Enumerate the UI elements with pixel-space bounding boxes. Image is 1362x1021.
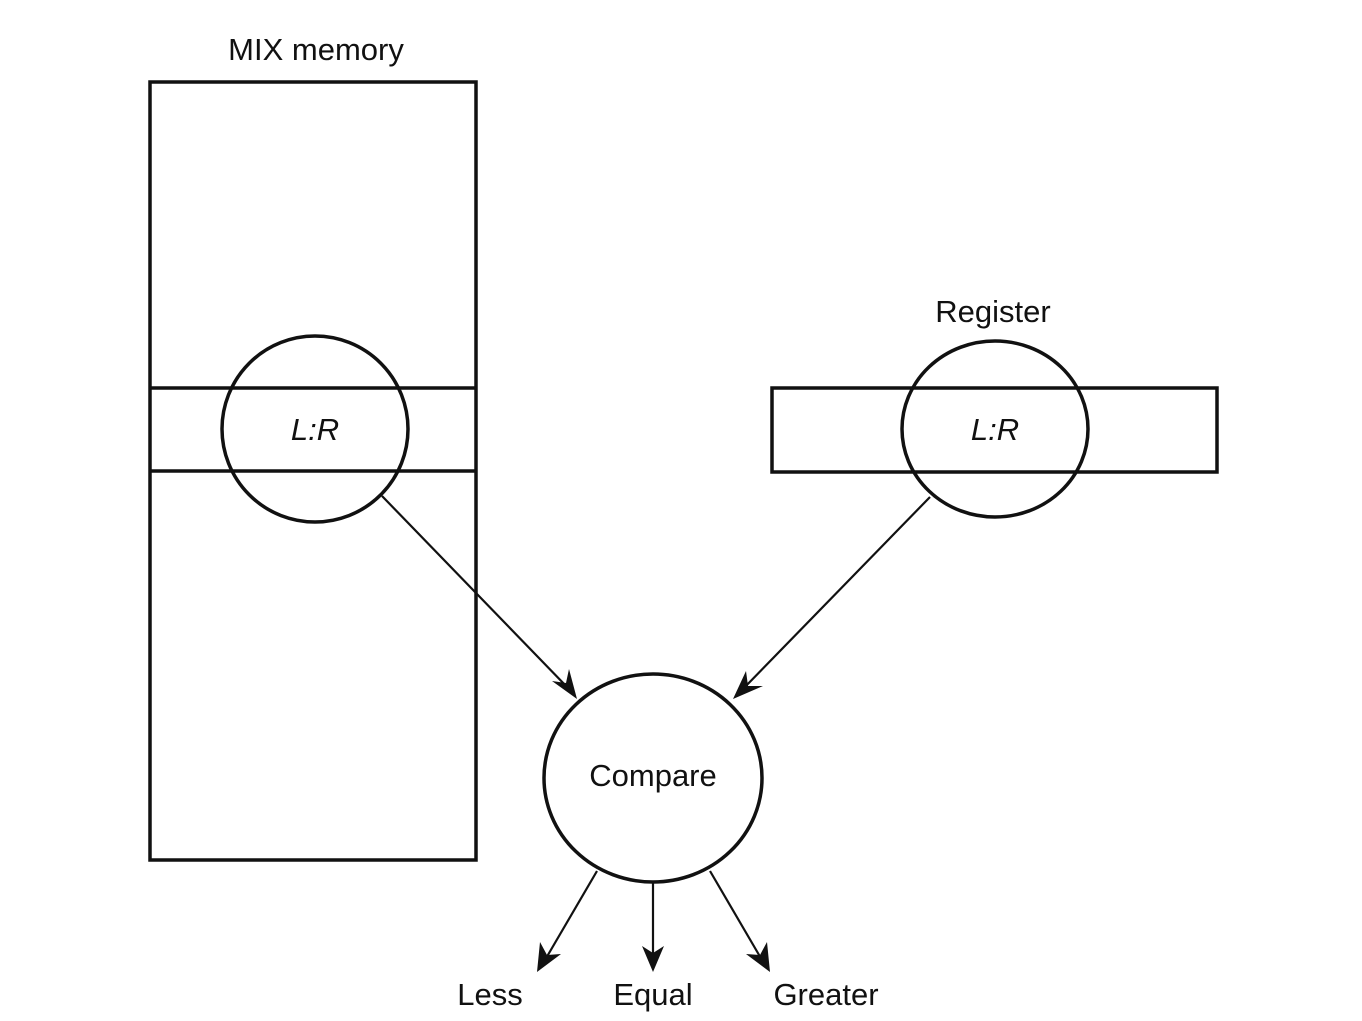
greater-arrow-arrowhead (746, 942, 770, 972)
less-arrow-shaft (544, 870, 598, 961)
memory-field-label: L:R (291, 412, 339, 447)
register: Register L:R (770, 294, 1219, 519)
register-to-compare-shaft (741, 496, 931, 691)
greater-arrow-shaft (709, 870, 763, 961)
memory-field-circle (220, 334, 410, 524)
compare-node: Compare (542, 672, 764, 884)
greater-arrow (709, 870, 770, 972)
memory-to-compare-arrow (381, 495, 577, 699)
greater-label: Greater (773, 977, 878, 1012)
register-field-circle (900, 339, 1090, 519)
memory-to-compare-arrowhead (552, 669, 577, 699)
register-label: Register (935, 294, 1050, 329)
mix-memory-label: MIX memory (228, 32, 404, 67)
equal-arrow-arrowhead (642, 946, 664, 972)
register-to-compare-arrowhead (733, 671, 763, 699)
equal-arrow (642, 882, 664, 972)
compare-label: Compare (589, 758, 717, 793)
memory-to-compare-shaft (381, 495, 569, 689)
equal-label: Equal (613, 977, 692, 1012)
register-box (770, 386, 1219, 474)
less-label: Less (457, 977, 522, 1012)
register-to-compare-arrow (733, 496, 931, 699)
mix-memory: MIX memory L:R (148, 32, 478, 862)
less-arrow (537, 870, 598, 972)
register-field-label: L:R (971, 412, 1019, 447)
less-arrow-arrowhead (537, 942, 561, 972)
